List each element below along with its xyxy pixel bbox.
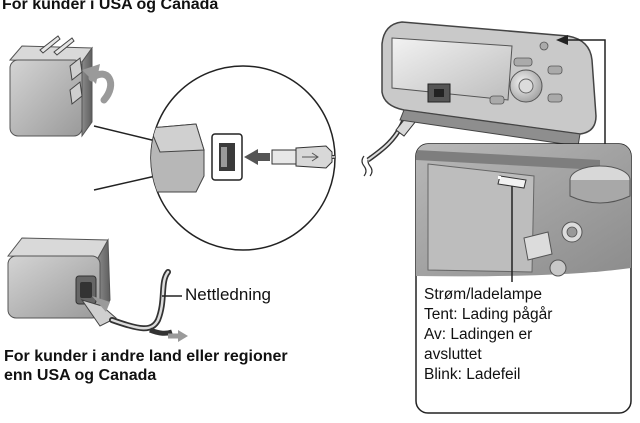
power-cord-label: Nettledning xyxy=(185,285,272,304)
ac-adapter-usa xyxy=(8,35,93,138)
camera-screen xyxy=(391,37,513,101)
insert-plug-arrows xyxy=(92,296,188,342)
camera-usb-terminal xyxy=(427,83,451,103)
legend-lamp-name: Strøm/ladelampe xyxy=(424,286,543,303)
magnifier xyxy=(93,65,361,251)
heading-usa-canada: For kunder i USA og Canada xyxy=(2,0,219,13)
heading-other-regions: For kunder i andre land eller regioner e… xyxy=(4,347,288,385)
usb-plug xyxy=(271,145,335,169)
unfold-prongs-arrow xyxy=(82,64,115,104)
cable-break-mark xyxy=(350,146,361,166)
charge-lamp xyxy=(497,175,527,189)
lamp-detail-box xyxy=(415,143,632,414)
camera xyxy=(381,21,597,147)
legend-blink: Blink: Ladefeil xyxy=(424,366,521,383)
usb-port xyxy=(211,133,243,181)
legend-off-cont: avsluttet xyxy=(424,346,482,363)
heading-other-line-1: For kunder i andre land eller regioner xyxy=(4,348,288,365)
detail-pointer xyxy=(556,35,606,147)
power-cord xyxy=(80,269,173,336)
legend-off: Av: Ladingen er xyxy=(424,326,533,343)
heading-other-line-2: enn USA og Canada xyxy=(4,367,157,384)
ac-adapter-other xyxy=(6,237,111,320)
usb-plug-insert-arrow xyxy=(244,149,270,165)
plug-prongs xyxy=(39,35,83,105)
legend-lit: Tent: Lading pågår xyxy=(424,306,553,323)
